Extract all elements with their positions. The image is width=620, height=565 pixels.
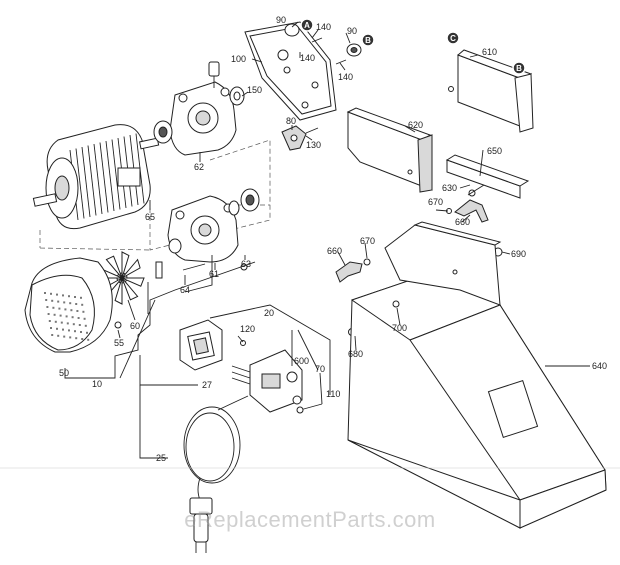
callout-600: 600 — [294, 356, 309, 366]
callout-65: 65 — [145, 212, 155, 222]
callout-610: 610 — [482, 47, 497, 57]
knobs-and-washers — [284, 23, 362, 65]
marker-a-left: A — [300, 18, 314, 32]
callout-70: 70 — [315, 364, 325, 374]
bolt-62 — [208, 61, 220, 88]
marker-c-right: C — [446, 31, 460, 45]
fan-cover — [24, 257, 122, 353]
callout-680: 680 — [348, 349, 363, 359]
washer-150 — [229, 86, 245, 106]
bearing-lower — [168, 188, 260, 254]
callout-690: 690 — [511, 249, 526, 259]
callout-100: 100 — [231, 54, 246, 64]
callout-140c: 140 — [338, 72, 353, 82]
stand-base — [347, 221, 607, 529]
screws-110 — [240, 340, 323, 414]
callout-62: 62 — [194, 162, 204, 172]
switch-housing — [179, 319, 223, 371]
callout-670a: 670 — [428, 197, 443, 207]
svg-text:B: B — [365, 36, 371, 45]
callout-90a: 90 — [276, 15, 286, 25]
callout-120: 120 — [240, 324, 255, 334]
svg-text:C: C — [450, 34, 456, 43]
marker-b-right: B — [512, 61, 526, 75]
callout-90b: 90 — [347, 26, 357, 36]
callout-660b: 660 — [327, 246, 342, 256]
svg-text:B: B — [516, 64, 522, 73]
guard-620 — [346, 107, 433, 193]
callout-10: 10 — [92, 379, 102, 389]
motor-housing — [32, 124, 160, 230]
guard-610 — [448, 49, 534, 133]
callout-27: 27 — [202, 380, 212, 390]
end-shield-upper — [169, 81, 237, 156]
lever-660-left — [335, 261, 363, 283]
plate-650 — [445, 154, 530, 199]
clamp-lever-80 — [281, 125, 319, 151]
callout-55: 55 — [114, 338, 124, 348]
callout-25: 25 — [156, 453, 166, 463]
callout-620: 620 — [408, 120, 423, 130]
callout-50: 50 — [59, 368, 69, 378]
callout-110: 110 — [326, 389, 340, 399]
mounting-plate — [244, 21, 337, 121]
callout-630: 630 — [442, 183, 457, 193]
callout-63: 63 — [241, 259, 251, 269]
callout-150: 150 — [247, 85, 262, 95]
leader-lines — [0, 21, 620, 469]
small-screws-670 — [363, 208, 452, 266]
callout-140b: 140 — [300, 53, 315, 63]
callout-60: 60 — [130, 321, 140, 331]
callout-660a: 660 — [455, 217, 470, 227]
power-cord — [183, 395, 249, 553]
switch — [231, 349, 303, 413]
callout-700: 700 — [392, 323, 407, 333]
callout-130: 130 — [306, 140, 321, 150]
cooling-fan — [99, 251, 145, 305]
callout-640: 640 — [592, 361, 607, 371]
callout-80: 80 — [286, 116, 296, 126]
callout-140a: 140 — [316, 22, 331, 32]
callout-20: 20 — [264, 308, 274, 318]
assembly-boundary — [39, 139, 271, 251]
callout-labels: 90 140 90 100 140 140 150 80 130 62 65 6… — [59, 15, 607, 463]
lever-660 — [454, 184, 489, 223]
callout-650: 650 — [487, 146, 502, 156]
svg-text:A: A — [304, 21, 310, 30]
marker-b-left: B — [361, 33, 375, 47]
callout-64: 64 — [180, 285, 190, 295]
callout-670b: 670 — [360, 236, 375, 246]
callout-61: 61 — [209, 269, 219, 279]
bearing-upper — [153, 120, 173, 144]
